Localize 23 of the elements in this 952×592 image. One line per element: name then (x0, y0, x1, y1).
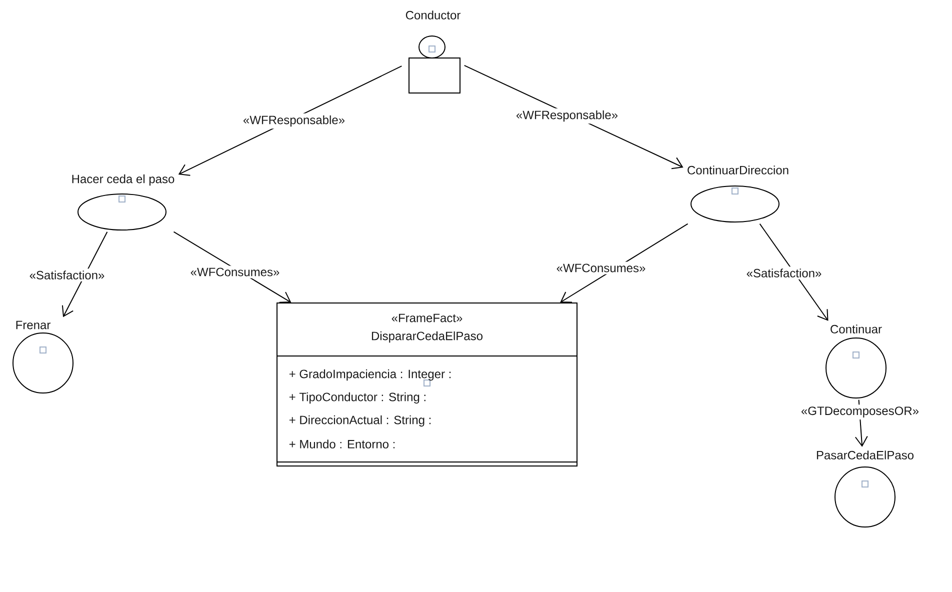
edge-label: «GTDecomposesOR» (799, 404, 922, 420)
arrow (62, 231, 108, 318)
class-header-text: DispararCedaElPaso (372, 331, 482, 343)
attribute-text: + GradoImpaciencia : Integer : (289, 369, 451, 381)
node-label: PasarCedaElPaso (816, 450, 914, 460)
class-header-text: «FrameFact» (392, 314, 462, 322)
node-label: Hacer ceda el paso (72, 174, 174, 186)
edge-label: «Satisfaction» (27, 268, 107, 282)
attribute-text: + TipoConductor : String : (289, 392, 426, 404)
edge-label: «WFConsumes» (554, 262, 648, 274)
edge-label: «Satisfaction» (744, 266, 824, 280)
arrow (759, 223, 828, 321)
arrow (560, 223, 688, 303)
attribute-text: + Mundo : Entorno : (289, 440, 395, 448)
edge-label: «WFResponsable» (240, 113, 348, 129)
arrow (178, 66, 402, 176)
attribute-text: + DireccionActual : String : (289, 415, 431, 427)
node-label: Continuar (830, 324, 882, 334)
node-label: Frenar (16, 320, 50, 330)
edge-label: «WFResponsable» (514, 108, 620, 124)
node-label: ContinuarDireccion (688, 166, 788, 174)
edge-label: «WFConsumes» (188, 266, 282, 278)
node-label: Conductor (406, 10, 460, 20)
